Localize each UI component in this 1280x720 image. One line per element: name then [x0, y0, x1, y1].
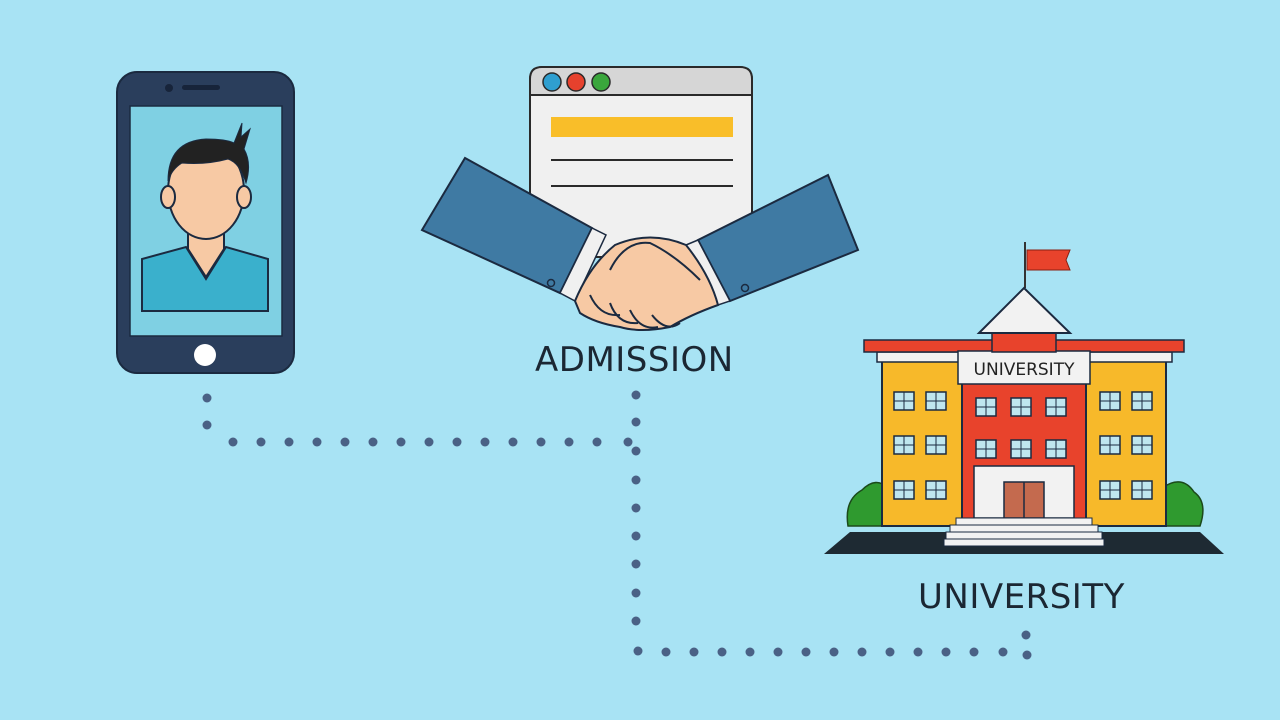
flag-icon: [1026, 249, 1071, 271]
admission-label: ADMISSION: [535, 340, 734, 380]
window-dot-red: [566, 72, 586, 92]
building-sign: UNIVERSITY: [974, 360, 1076, 380]
university-building-icon[interactable]: UNIVERSITY: [822, 240, 1227, 556]
window-dot-blue: [542, 72, 562, 92]
highlight-bar: [551, 117, 733, 137]
handshake-browser-icon[interactable]: [420, 65, 860, 335]
university-label: UNIVERSITY: [918, 577, 1125, 617]
bush-right: [1161, 481, 1204, 527]
home-button: [194, 344, 216, 366]
speaker-icon: [182, 85, 220, 90]
window-dot-green: [591, 72, 611, 92]
smartphone-user-icon[interactable]: [116, 71, 296, 375]
camera-icon: [165, 84, 173, 92]
